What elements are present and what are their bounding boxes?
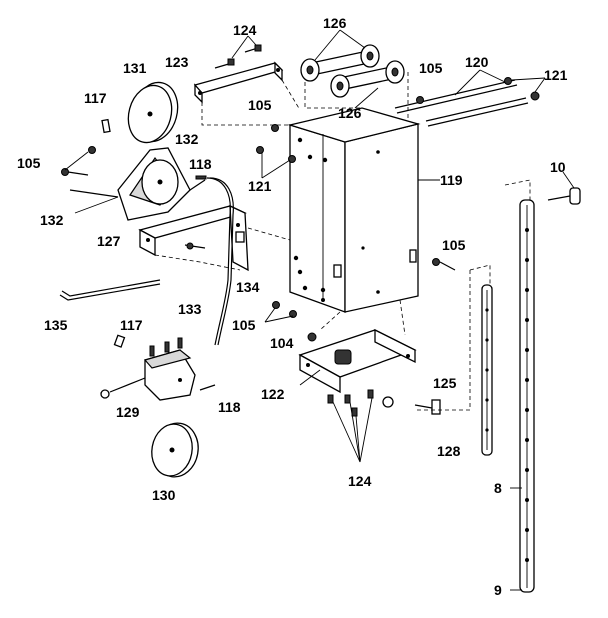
pulley-130 bbox=[151, 422, 199, 478]
label-130: 130 bbox=[152, 487, 176, 503]
rod-135 bbox=[59, 279, 161, 301]
rollers-126 bbox=[300, 44, 409, 120]
bracket-132 bbox=[117, 147, 207, 221]
leader-lines bbox=[64, 29, 575, 591]
label-118-top: 118 bbox=[189, 156, 212, 172]
bracket-123 bbox=[193, 44, 301, 126]
label-128: 128 bbox=[437, 443, 461, 459]
label-122: 122 bbox=[261, 386, 285, 402]
label-9: 9 bbox=[494, 582, 502, 598]
label-117-bottom: 117 bbox=[120, 317, 143, 333]
label-105-top: 105 bbox=[419, 60, 443, 76]
label-132-left: 132 bbox=[40, 212, 64, 228]
label-126-mid: 126 bbox=[338, 105, 362, 121]
label-119: 119 bbox=[440, 172, 463, 188]
label-124-bottom: 124 bbox=[348, 473, 372, 489]
label-134: 134 bbox=[236, 279, 260, 295]
switch-129 bbox=[100, 334, 216, 401]
label-135: 135 bbox=[44, 317, 68, 333]
part-labels: 124 126 131 123 105 120 121 117 105 126 … bbox=[17, 15, 568, 598]
label-105-mid: 105 bbox=[248, 97, 272, 113]
shaft-120 bbox=[394, 77, 540, 127]
label-8: 8 bbox=[494, 480, 502, 496]
label-126-top: 126 bbox=[323, 15, 347, 31]
pulley-131 bbox=[127, 81, 179, 144]
chassis-119 bbox=[287, 107, 421, 313]
fasteners-left bbox=[61, 118, 456, 318]
label-129: 129 bbox=[116, 404, 140, 420]
label-121-right: 121 bbox=[544, 67, 568, 83]
label-105-right: 105 bbox=[442, 237, 466, 253]
label-131: 131 bbox=[123, 60, 147, 76]
label-104: 104 bbox=[270, 335, 294, 351]
wire-133 bbox=[206, 177, 234, 346]
label-123: 123 bbox=[165, 54, 189, 70]
label-105-left: 105 bbox=[17, 155, 41, 171]
rail-128 bbox=[415, 264, 493, 456]
label-125: 125 bbox=[433, 375, 457, 391]
rail-8 bbox=[504, 179, 581, 593]
bracket-122 bbox=[298, 299, 441, 417]
label-124-top: 124 bbox=[233, 22, 257, 38]
label-118-bottom: 118 bbox=[218, 399, 241, 415]
label-133: 133 bbox=[178, 301, 202, 317]
label-105-bottom: 105 bbox=[232, 317, 256, 333]
label-121-mid: 121 bbox=[248, 178, 272, 194]
label-132-top: 132 bbox=[175, 131, 199, 147]
label-117-top: 117 bbox=[84, 90, 107, 106]
label-10: 10 bbox=[550, 159, 566, 175]
label-120: 120 bbox=[465, 54, 489, 70]
bracket-127 bbox=[138, 204, 291, 272]
label-127: 127 bbox=[97, 233, 121, 249]
